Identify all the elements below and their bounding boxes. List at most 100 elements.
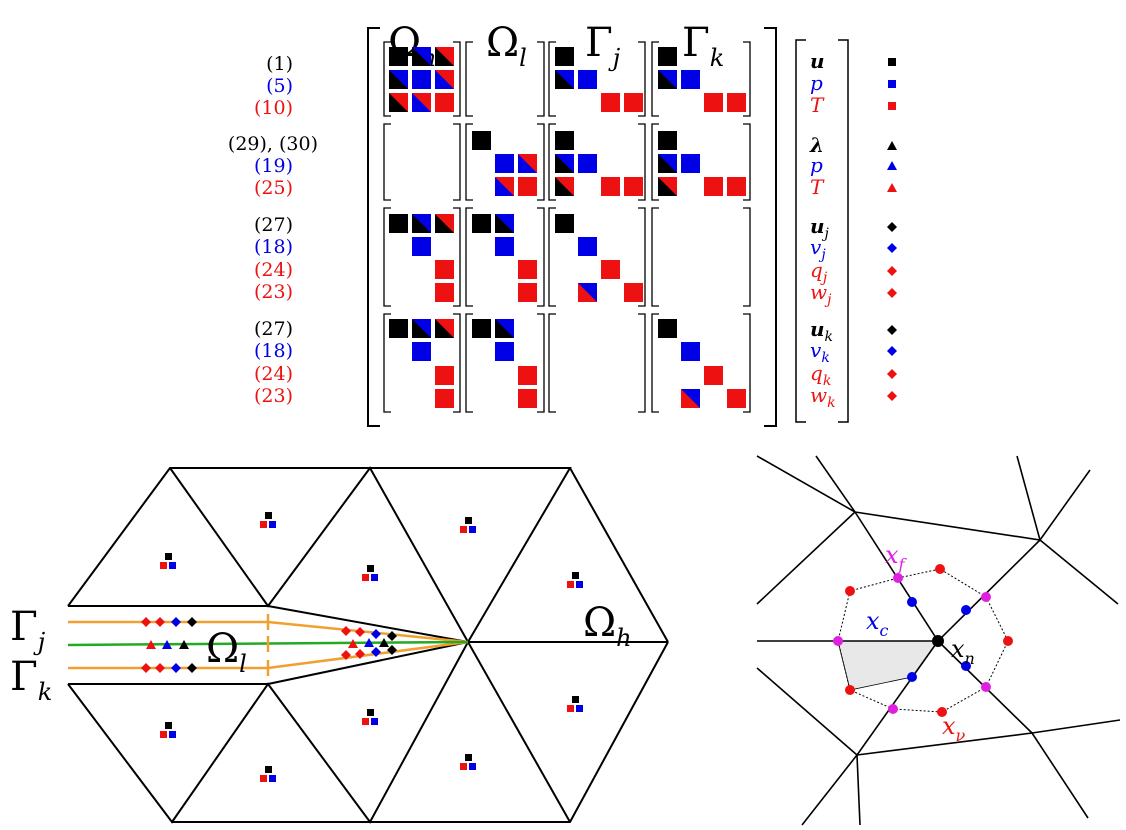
block-bracket-right	[638, 313, 646, 413]
block-bracket-left	[465, 207, 473, 307]
cell-marker-blue	[576, 581, 583, 588]
row-label: (24)	[254, 363, 293, 385]
cell-marker-black	[165, 553, 172, 560]
legend-marker	[888, 58, 896, 66]
block-entry	[658, 131, 677, 150]
block-entry	[601, 93, 620, 112]
cell-marker-blue	[269, 521, 276, 528]
fracture-marker	[355, 649, 365, 659]
column-headers: Ωh Ωl Γj Γk	[388, 20, 724, 72]
block-entry	[578, 70, 597, 89]
cell-marker-red	[460, 526, 467, 533]
row-label: (1)	[266, 53, 293, 75]
block-bracket-right	[743, 123, 751, 201]
block-entry-split	[435, 319, 454, 338]
col-header-gamma-k: Γk	[682, 20, 724, 72]
block-entry-split	[412, 319, 431, 338]
block-entry	[518, 177, 537, 196]
block-entry-split	[435, 70, 454, 89]
shaded-subvolume	[837, 640, 939, 691]
legend-marker	[887, 266, 897, 276]
cell-marker-red	[160, 562, 167, 569]
cell-marker-black	[572, 572, 579, 579]
face-point	[833, 636, 843, 646]
fracture-marker	[341, 650, 351, 660]
legend-marker	[887, 391, 897, 401]
cell-marker-black	[165, 722, 172, 729]
unknown-label: p	[810, 71, 823, 95]
block-entry-split	[518, 154, 537, 173]
vertex-point	[935, 564, 945, 574]
fracture-lines	[67, 614, 469, 676]
fracture-marker	[141, 663, 151, 673]
block-entry-split	[412, 47, 431, 66]
block-entry	[624, 93, 643, 112]
cell-marker-black	[367, 565, 374, 572]
block-bracket-left	[548, 207, 556, 307]
unknown-label: wj	[810, 280, 832, 308]
block-entry	[704, 366, 723, 385]
block-bracket-left	[651, 207, 659, 307]
omega-h-label: Ωh	[583, 600, 632, 652]
col-header-gamma-j: Γj	[585, 20, 621, 72]
block-entry	[727, 389, 746, 408]
cell-marker-black	[265, 766, 272, 773]
unknown-label: T	[810, 93, 825, 117]
legend-marker	[887, 222, 897, 232]
cell-marker-blue	[469, 763, 476, 770]
unknown-label: qj	[810, 258, 828, 286]
unknown-label: λ	[809, 133, 824, 157]
fracture-marker	[348, 639, 358, 648]
mesh-labels: Γj Γk Ωl Ωh	[10, 600, 632, 706]
block-bracket-left	[651, 313, 659, 413]
block-entry	[412, 342, 431, 361]
face-point	[888, 704, 898, 714]
cell-marker-black	[367, 709, 374, 716]
block-entry	[681, 342, 700, 361]
block-entry-split	[412, 214, 431, 233]
block-entry	[727, 177, 746, 196]
fracture-marker	[387, 645, 397, 655]
cell-marker-black	[572, 696, 579, 703]
cell-center-point	[907, 672, 917, 682]
unknown-label: u	[810, 49, 825, 73]
unknown-label: T	[810, 175, 825, 199]
cell-marker-blue	[169, 731, 176, 738]
cell-marker-red	[260, 521, 267, 528]
cell-center-point	[907, 597, 917, 607]
block-entry	[518, 366, 537, 385]
row-label: (23)	[254, 385, 293, 407]
block-entry-split	[555, 177, 574, 196]
block-bracket-right	[743, 41, 751, 117]
block-entry	[472, 214, 491, 233]
block-entry	[495, 237, 514, 256]
block-matrix: Ωh Ωl Γj Γk (1) (5) (10) (29), (30) (19)…	[228, 20, 897, 427]
legend-marker	[887, 325, 897, 335]
block-entry	[578, 237, 597, 256]
cell-marker-red	[460, 763, 467, 770]
sub-block-brackets	[383, 41, 751, 413]
block-entry	[555, 47, 574, 66]
block-bracket-right	[537, 41, 545, 117]
legend-marker	[887, 141, 897, 150]
block-entry	[601, 177, 620, 196]
cell-marker-blue	[576, 705, 583, 712]
row-label: (29), (30)	[228, 133, 318, 155]
block-entry	[518, 260, 537, 279]
vertex-point	[1003, 636, 1013, 646]
fracture-marker	[341, 626, 351, 636]
block-entry	[624, 283, 643, 302]
vertex-point	[845, 586, 855, 596]
block-bracket-left	[548, 313, 556, 413]
fracture-marker	[371, 629, 381, 639]
row-label: (5)	[266, 75, 293, 97]
block-entry	[472, 131, 491, 150]
block-bracket-left	[548, 123, 556, 201]
block-entry	[495, 342, 514, 361]
block-entry	[704, 93, 723, 112]
legend-markers	[887, 58, 897, 401]
gamma-k-label: Γk	[10, 654, 52, 706]
cell-marker-red	[160, 731, 167, 738]
block-bracket-left	[383, 123, 391, 201]
